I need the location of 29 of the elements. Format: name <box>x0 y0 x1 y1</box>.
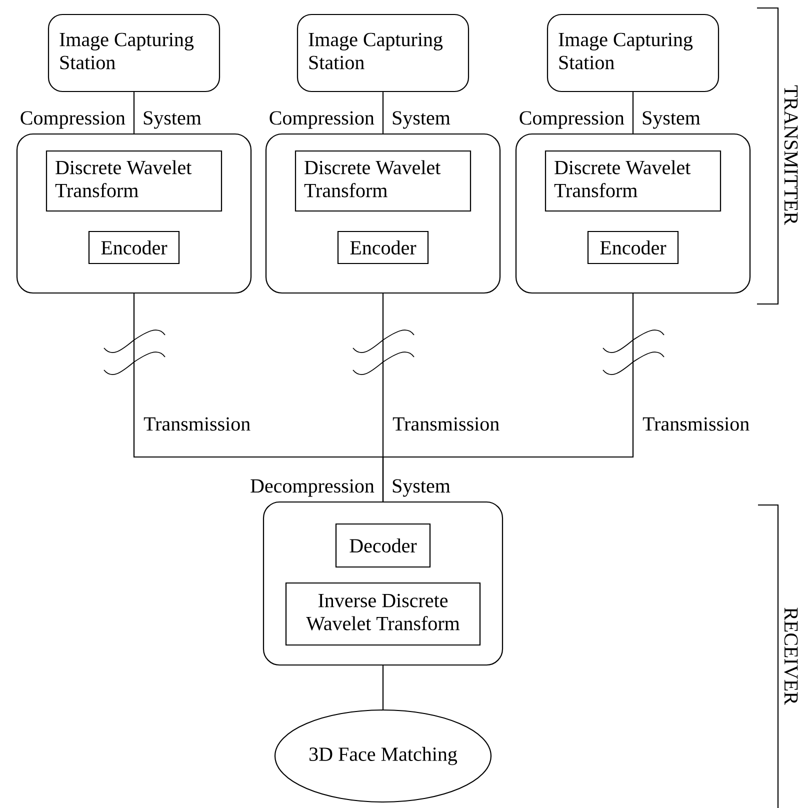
connector <box>382 92 384 134</box>
box-heading: System <box>392 479 450 497</box>
connector <box>632 92 634 134</box>
process-box: Encoder <box>88 230 180 264</box>
process-box: Discrete Wavelet Transform <box>46 150 222 212</box>
connector <box>133 92 135 134</box>
station-box: Image Capturing Station <box>546 14 720 92</box>
station-box: Image Capturing Station <box>296 14 470 92</box>
edge-label: Transmission <box>392 416 501 432</box>
box-heading: Compression <box>270 111 374 129</box>
edge-label: Transmission <box>142 416 252 432</box>
box-heading: System <box>642 111 700 129</box>
process-box: Decoder <box>335 523 431 568</box>
box-heading: System <box>392 111 450 129</box>
section-label: RECEIVER <box>784 608 798 705</box>
box-heading: System <box>144 111 202 129</box>
box-heading: Decompression <box>250 479 374 497</box>
process-box: Inverse Discrete Wavelet Transform <box>285 582 481 646</box>
edge-label: Transmission <box>642 416 751 432</box>
process-box: Discrete Wavelet Transform <box>294 150 472 212</box>
box-heading: Compression <box>520 111 624 129</box>
connector <box>382 294 634 502</box>
process-box: Discrete Wavelet Transform <box>544 150 722 212</box>
box-heading: Compression <box>20 111 126 129</box>
section-label: TRANSMITTER <box>784 85 798 225</box>
process-box: Encoder <box>587 230 679 264</box>
process-box: Encoder <box>337 230 429 264</box>
connector <box>382 666 384 710</box>
station-box: Image Capturing Station <box>48 14 220 92</box>
